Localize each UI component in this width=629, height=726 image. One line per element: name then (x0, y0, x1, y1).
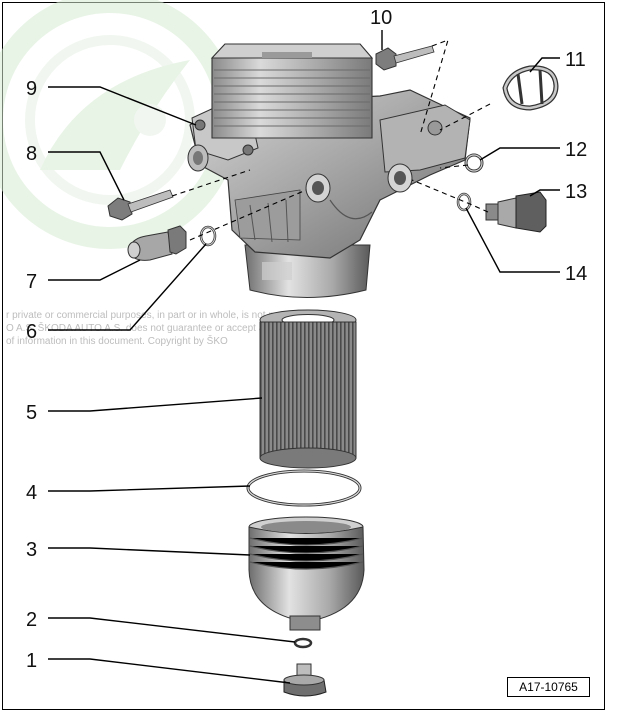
callout-8: 8 (26, 143, 37, 165)
leader-13 (529, 189, 560, 197)
watermark-line-3: of information in this document. Copyrig… (6, 334, 228, 347)
seal-washer-14 (456, 192, 472, 212)
leader-8 (48, 151, 125, 201)
watermark-line-1: r private or commercial purposes, in par… (6, 310, 310, 321)
callout-1: 1 (26, 650, 37, 672)
oil-cooler (210, 43, 374, 139)
figure-reference-label: A17-10765 (507, 677, 590, 697)
leader-lines (48, 30, 560, 684)
leader-6 (48, 243, 207, 331)
seal-washer-6 (199, 225, 217, 247)
callout-9: 9 (26, 78, 37, 100)
circlip-12 (464, 153, 484, 173)
alignment-lines (171, 39, 491, 241)
leader-4 (48, 485, 251, 492)
sensor-13 (485, 191, 547, 233)
align-circlip-12 (439, 164, 469, 169)
callout-7: 7 (26, 271, 37, 293)
leader-14 (465, 207, 560, 273)
callout-6: 6 (26, 321, 37, 343)
leader-7 (48, 259, 141, 281)
sensor-7 (127, 225, 187, 261)
align-clip-11 (439, 103, 491, 131)
filter-cap-3 (248, 516, 365, 631)
leader-3 (48, 547, 251, 556)
align-sensor-13 (411, 179, 489, 213)
callout-13: 13 (565, 181, 587, 203)
callout-numbers: 1 2 3 4 5 6 7 8 9 10 11 12 13 14 (26, 7, 587, 672)
callout-12: 12 (565, 139, 587, 161)
watermark-line-2: O A.S. ŠKODA AUTO A.S. does not guarante… (6, 321, 308, 334)
callout-3: 3 (26, 539, 37, 561)
o-ring-4 (246, 469, 362, 507)
callout-11: 11 (565, 49, 586, 71)
leader-5 (48, 397, 263, 412)
callout-2: 2 (26, 609, 37, 631)
bolt-10 (375, 45, 435, 71)
bolt-8 (107, 189, 174, 221)
leader-9 (48, 86, 197, 126)
align-bolt-8 (171, 169, 251, 197)
leader-12 (479, 147, 560, 161)
callout-14: 14 (565, 263, 587, 285)
seal-ring-2 (293, 637, 313, 649)
align-bolt-10 (419, 39, 449, 136)
retaining-clip-11 (502, 65, 559, 111)
callout-5: 5 (26, 402, 37, 424)
drain-plug-1 (283, 663, 327, 697)
align-sensor-7 (189, 189, 307, 241)
callout-10: 10 (370, 7, 392, 29)
filter-element-5 (259, 309, 357, 469)
callout-4: 4 (26, 482, 37, 504)
leader-2 (48, 617, 296, 643)
copyright-watermark: r private or commercial purposes, in par… (6, 310, 310, 347)
leader-11 (529, 57, 560, 73)
leader-1 (48, 658, 291, 684)
